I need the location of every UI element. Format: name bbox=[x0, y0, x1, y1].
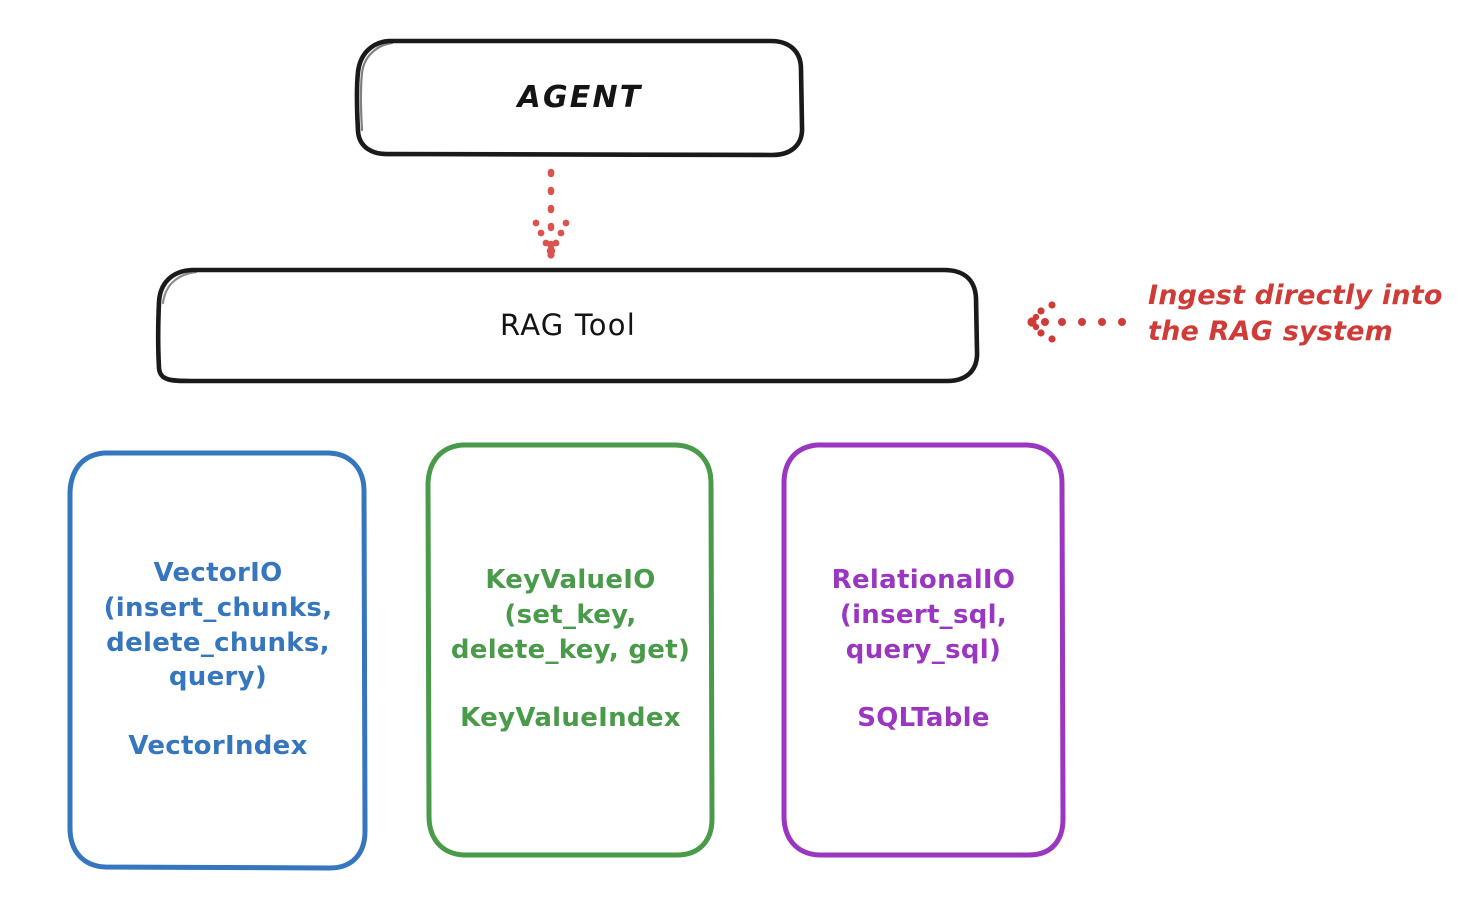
agent-to-rag-connector bbox=[532, 168, 570, 259]
vector-io-node-label: VectorIO (insert_chunks, delete_chunks, … bbox=[72, 452, 364, 868]
relational-io-api-label: RelationalIO (insert_sql, query_sql) bbox=[831, 564, 1016, 665]
ingest-annotation-label: Ingest directly into the RAG system bbox=[1148, 280, 1443, 348]
relational-io-index-label: SQLTable bbox=[857, 703, 990, 734]
vector-io-index-label: VectorIndex bbox=[128, 731, 308, 762]
relational-io-node-label: RelationalIO (insert_sql, query_sql) SQL… bbox=[784, 444, 1063, 855]
key-value-io-node-label: KeyValueIO (set_key, delete_key, get) Ke… bbox=[429, 444, 712, 855]
key-value-io-api-label: KeyValueIO (set_key, delete_key, get) bbox=[450, 564, 691, 665]
key-value-io-index-label: KeyValueIndex bbox=[460, 703, 681, 734]
ingest-arrow bbox=[1027, 301, 1126, 343]
vector-io-api-label: VectorIO (insert_chunks, delete_chunks, … bbox=[103, 557, 333, 693]
agent-node-label: AGENT bbox=[517, 79, 643, 115]
rag-tool-node-label: RAG Tool bbox=[500, 308, 636, 343]
